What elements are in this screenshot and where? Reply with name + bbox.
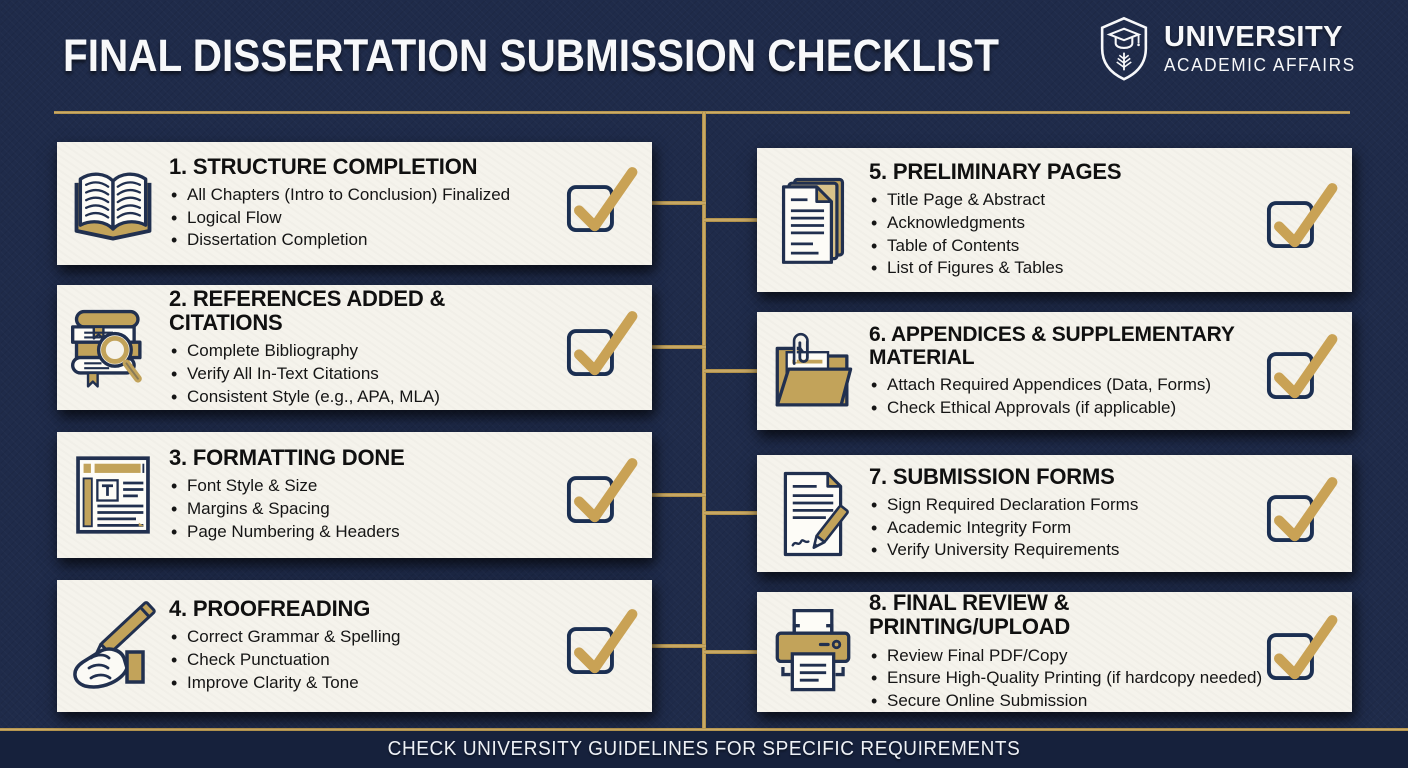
card-bullet: Title Page & Abstract xyxy=(869,188,1260,212)
card-bullet: All Chapters (Intro to Conclusion) Final… xyxy=(169,183,560,207)
checkbox-checked-icon[interactable] xyxy=(564,456,638,528)
card-bullet: Ensure High-Quality Printing (if hardcop… xyxy=(869,666,1262,690)
card-bullet-list: Title Page & Abstract Acknowledgments Ta… xyxy=(869,188,1260,280)
card-bullet: Academic Integrity Form xyxy=(869,516,1260,540)
center-connector-line xyxy=(702,112,706,731)
open-book-icon xyxy=(57,156,169,252)
card-bullet: Improve Clarity & Tone xyxy=(169,671,560,695)
checkbox-checked-icon[interactable] xyxy=(564,607,638,679)
connector-card-3 xyxy=(650,493,706,497)
card-title: 4. PROOFREADING xyxy=(169,596,371,622)
card-title: 7. SUBMISSION FORMS xyxy=(869,463,1115,489)
card-bullet-list: Review Final PDF/Copy Ensure High-Qualit… xyxy=(869,644,1262,713)
checkbox-checked-icon[interactable] xyxy=(1264,181,1338,253)
folder-paperclip-icon xyxy=(757,324,869,418)
card-bullet-list: Correct Grammar & Spelling Check Punctua… xyxy=(169,625,560,695)
card-bullet-list: All Chapters (Intro to Conclusion) Final… xyxy=(169,183,560,252)
card-title: 1. STRUCTURE COMPLETION xyxy=(169,153,478,179)
card-bullet-list: Sign Required Declaration Forms Academic… xyxy=(869,493,1260,562)
card-bullet: Font Style & Size xyxy=(169,474,560,498)
logo-subtitle: ACADEMIC AFFAIRS xyxy=(1164,54,1356,75)
connector-card-7 xyxy=(704,511,759,515)
footer-divider-line xyxy=(0,728,1408,731)
card-title: 2. REFERENCES ADDED & CITATIONS xyxy=(169,285,446,335)
checklist-card-preliminary: 5. PRELIMINARY PAGES Title Page & Abstra… xyxy=(757,148,1352,292)
card-bullet: Check Ethical Approvals (if applicable) xyxy=(869,396,1260,420)
card-bullet: Check Punctuation xyxy=(169,648,560,672)
checklist-card-structure: 1. STRUCTURE COMPLETION All Chapters (In… xyxy=(57,142,652,265)
card-title: 6. APPENDICES & SUPPLEMENTARY MATERIAL xyxy=(869,322,1235,369)
checklist-card-submission-forms: 7. SUBMISSION FORMS Sign Required Declar… xyxy=(757,455,1352,572)
card-bullet-list: Font Style & Size Margins & Spacing Page… xyxy=(169,474,560,544)
writing-hand-icon xyxy=(57,596,169,696)
stacked-pages-icon xyxy=(757,172,869,268)
card-bullet: Correct Grammar & Spelling xyxy=(169,625,560,649)
logo-name: UNIVERSITY xyxy=(1164,21,1344,54)
books-magnifier-icon xyxy=(57,300,169,396)
checkbox-checked-icon[interactable] xyxy=(1264,613,1338,685)
connector-card-2 xyxy=(650,345,706,349)
checkbox-checked-icon[interactable] xyxy=(1264,475,1338,547)
connector-card-8 xyxy=(704,650,759,654)
card-bullet: Review Final PDF/Copy xyxy=(869,644,1262,668)
card-bullet: Complete Bibliography xyxy=(169,339,560,363)
signed-form-icon xyxy=(757,466,869,562)
card-bullet: Secure Online Submission xyxy=(869,689,1262,713)
card-bullet: Acknowledgments xyxy=(869,211,1260,235)
checkbox-checked-icon[interactable] xyxy=(564,309,638,381)
card-bullet: Logical Flow xyxy=(169,206,560,230)
footer-bar: CHECK UNIVERSITY GUIDELINES FOR SPECIFIC… xyxy=(0,731,1408,768)
card-bullet: Dissertation Completion xyxy=(169,228,560,252)
formatted-document-icon xyxy=(57,449,169,541)
university-shield-icon xyxy=(1098,16,1150,82)
card-bullet: Table of Contents xyxy=(869,234,1260,258)
card-bullet: Margins & Spacing xyxy=(169,497,560,521)
checklist-card-formatting: 3. FORMATTING DONE Font Style & Size Mar… xyxy=(57,432,652,558)
connector-card-6 xyxy=(704,369,759,373)
card-bullet: Verify University Requirements xyxy=(869,538,1260,562)
footer-text: CHECK UNIVERSITY GUIDELINES FOR SPECIFIC… xyxy=(387,738,1021,760)
card-title: 8. FINAL REVIEW & PRINTING/UPLOAD xyxy=(869,590,1071,640)
card-title: 3. FORMATTING DONE xyxy=(169,445,405,471)
checklist-card-proofreading: 4. PROOFREADING Correct Grammar & Spelli… xyxy=(57,580,652,712)
card-title: 5. PRELIMINARY PAGES xyxy=(869,158,1122,184)
card-bullet: Attach Required Appendices (Data, Forms) xyxy=(869,373,1260,397)
card-bullet: Page Numbering & Headers xyxy=(169,520,560,544)
card-bullet: Consistent Style (e.g., APA, MLA) xyxy=(169,385,560,409)
card-bullet: Verify All In-Text Citations xyxy=(169,362,560,386)
printer-icon xyxy=(757,605,869,699)
checklist-card-references: 2. REFERENCES ADDED & CITATIONS Complete… xyxy=(57,285,652,410)
university-logo: UNIVERSITY ACADEMIC AFFAIRS xyxy=(1098,16,1364,82)
checkbox-checked-icon[interactable] xyxy=(1264,332,1338,404)
card-bullet-list: Attach Required Appendices (Data, Forms)… xyxy=(869,373,1260,420)
connector-card-1 xyxy=(650,201,706,205)
card-bullet: List of Figures & Tables xyxy=(869,256,1260,280)
card-bullet-list: Complete Bibliography Verify All In-Text… xyxy=(169,339,560,409)
checkbox-checked-icon[interactable] xyxy=(564,165,638,237)
checklist-card-final-review: 8. FINAL REVIEW & PRINTING/UPLOAD Review… xyxy=(757,590,1352,713)
connector-card-5 xyxy=(704,218,759,222)
page-title: FINAL DISSERTATION SUBMISSION CHECKLIST xyxy=(63,30,1000,81)
checklist-card-appendices: 6. APPENDICES & SUPPLEMENTARY MATERIAL A… xyxy=(757,312,1352,430)
connector-card-4 xyxy=(650,644,706,648)
card-bullet: Sign Required Declaration Forms xyxy=(869,493,1260,517)
